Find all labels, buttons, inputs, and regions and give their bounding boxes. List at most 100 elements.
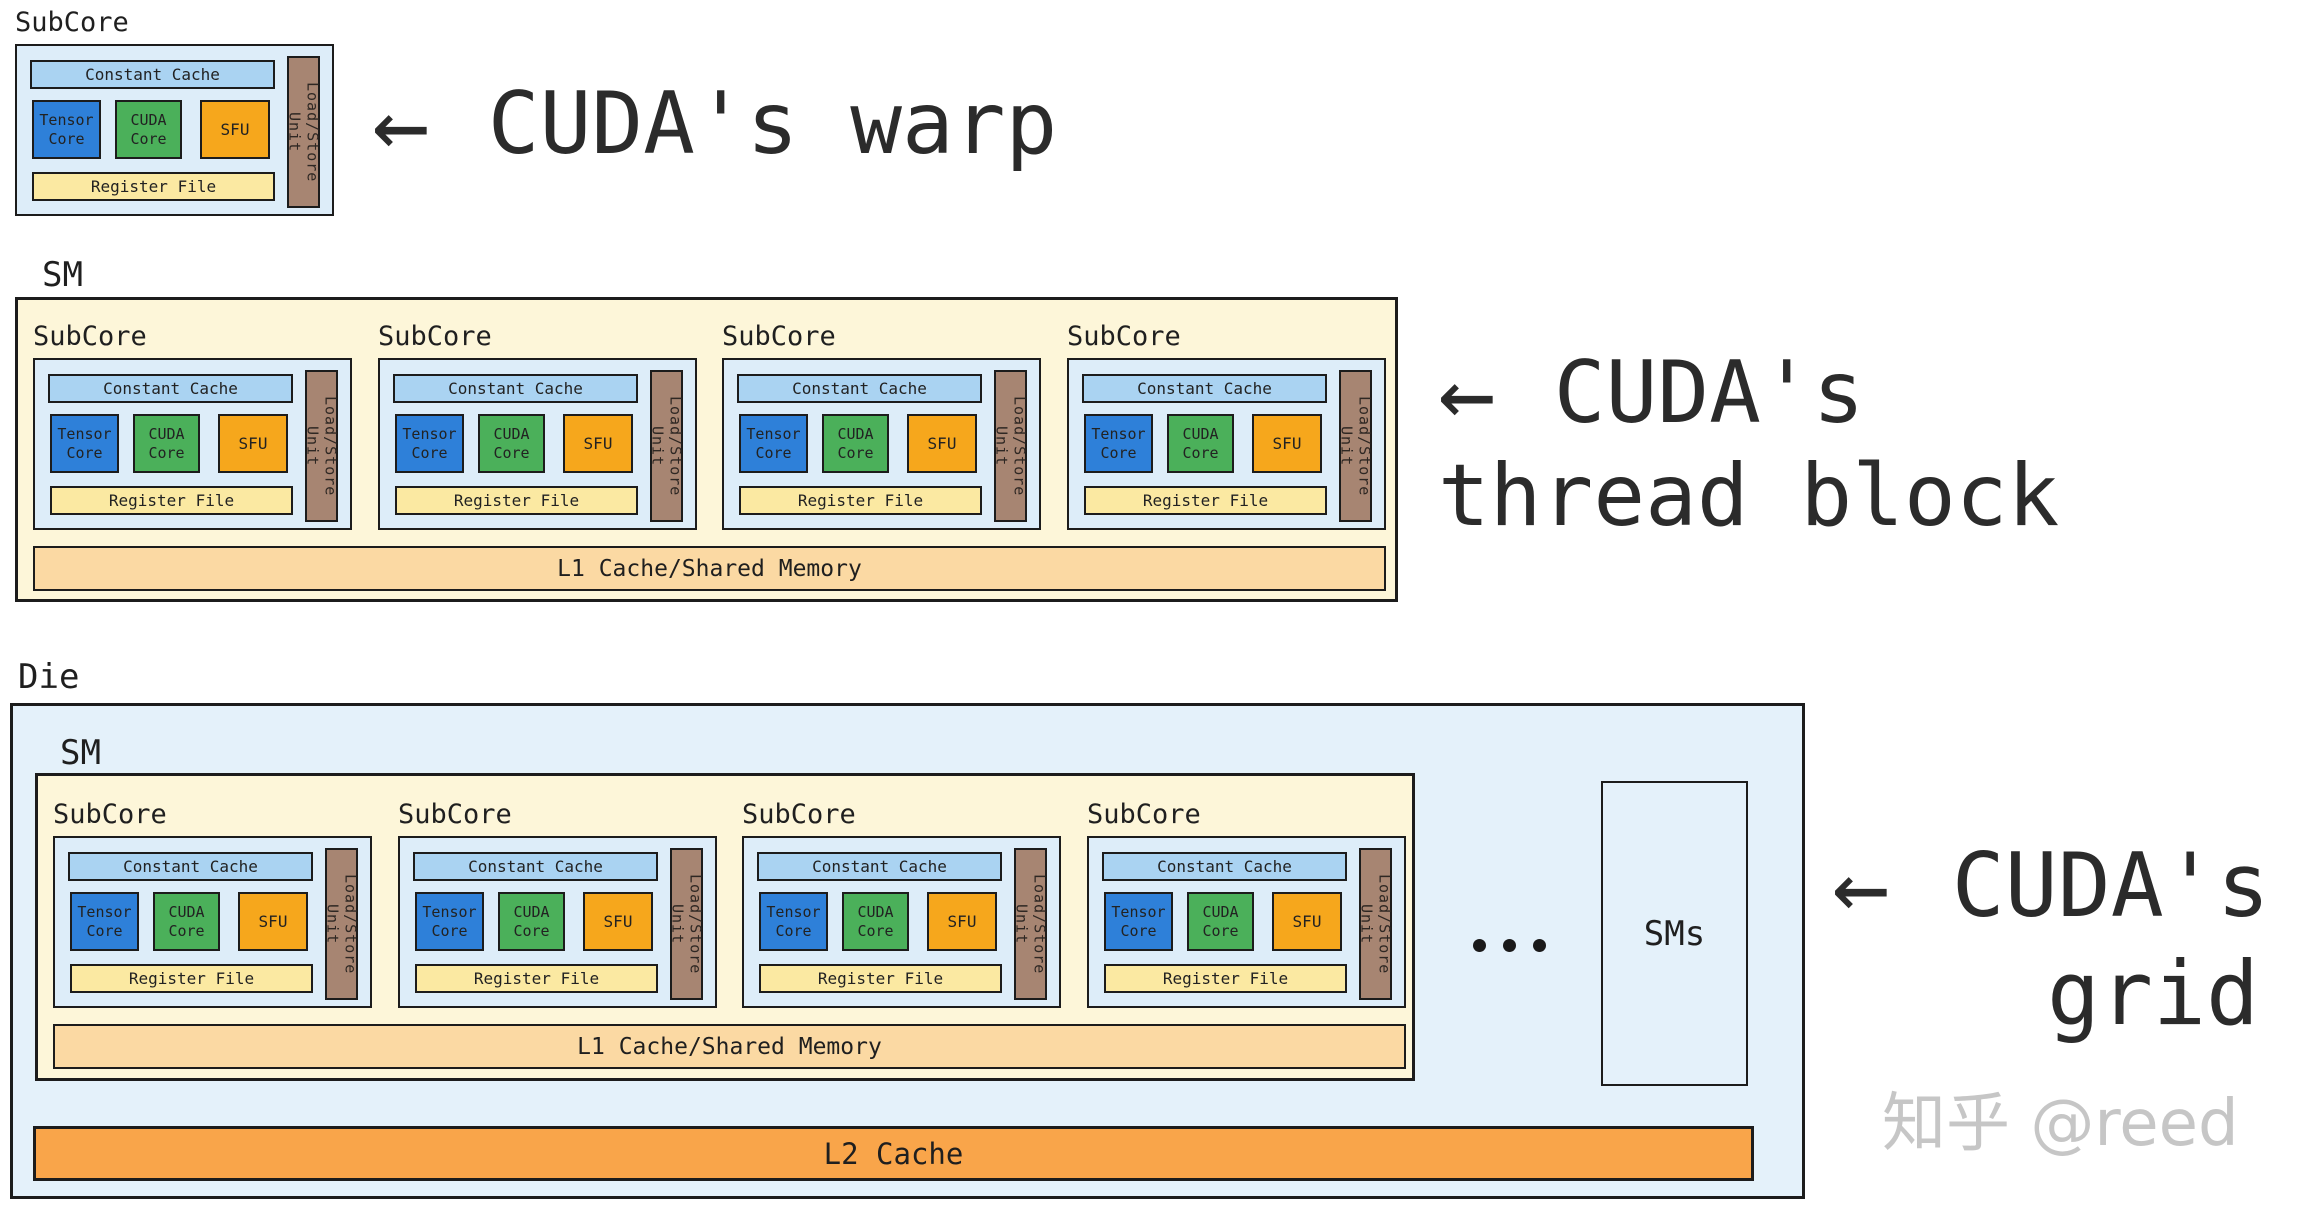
load-store-unit-block: Load/Store Unit — [669, 848, 705, 1000]
annotation-thread-block-line1: CUDA's — [1553, 343, 1865, 443]
subcore-label: SubCore — [15, 7, 129, 38]
annotation-grid: ← CUDA's grid — [1832, 838, 2270, 1038]
constant-cache-block: Constant Cache — [68, 852, 313, 881]
tensor-core-block: Tensor Core — [32, 100, 101, 159]
cuda-core-block: CUDA Core — [478, 414, 545, 473]
subcore-label: SubCore — [722, 321, 836, 352]
load-store-unit-block: Load/Store Unit — [993, 370, 1029, 522]
die-box: SM SubCore Constant Cache Tensor Core CU… — [10, 703, 1805, 1199]
tensor-core-block: Tensor Core — [759, 892, 828, 951]
register-file-block: Register File — [759, 964, 1002, 993]
constant-cache-block: Constant Cache — [757, 852, 1002, 881]
register-file-block: Register File — [395, 486, 638, 515]
subcore-label: SubCore — [378, 321, 492, 352]
sfu-block: SFU — [563, 414, 633, 473]
annotation-grid-line1: CUDA's — [1951, 834, 2270, 937]
register-file-block: Register File — [32, 172, 275, 201]
cuda-core-block: CUDA Core — [498, 892, 565, 951]
annotation-warp-text: CUDA's warp — [487, 74, 1058, 174]
left-arrow-icon: ← — [372, 68, 430, 180]
sfu-block: SFU — [218, 414, 288, 473]
subcore-box: Constant Cache Tensor Core CUDA Core SFU… — [1067, 358, 1386, 530]
register-file-block: Register File — [70, 964, 313, 993]
sm-subcore-3: SubCore Constant Cache Tensor Core CUDA … — [722, 322, 1041, 530]
tensor-core-block: Tensor Core — [415, 892, 484, 951]
subcore-label: SubCore — [1067, 321, 1181, 352]
load-store-unit-block: Load/Store Unit — [649, 370, 685, 522]
constant-cache-block: Constant Cache — [413, 852, 658, 881]
sm-subcore-2: SubCore Constant Cache Tensor Core CUDA … — [378, 322, 697, 530]
subcore-label: SubCore — [398, 799, 512, 830]
l2-cache-bar: L2 Cache — [33, 1126, 1754, 1181]
subcore-label: SubCore — [53, 799, 167, 830]
load-store-unit-block: Load/Store Unit — [324, 848, 360, 1000]
constant-cache-block: Constant Cache — [30, 60, 275, 89]
die-label: Die — [18, 657, 80, 697]
l1-cache-shared-memory-bar: L1 Cache/Shared Memory — [53, 1024, 1406, 1069]
cuda-core-block: CUDA Core — [1167, 414, 1234, 473]
constant-cache-block: Constant Cache — [737, 374, 982, 403]
register-file-block: Register File — [1084, 486, 1327, 515]
tensor-core-block: Tensor Core — [739, 414, 808, 473]
ellipsis-dot — [1533, 939, 1546, 952]
tensor-core-block: Tensor Core — [50, 414, 119, 473]
sfu-block: SFU — [238, 892, 308, 951]
load-store-unit-block: Load/Store Unit — [1338, 370, 1374, 522]
subcore-box: Constant Cache Tensor Core CUDA Core SFU… — [15, 44, 334, 216]
sfu-block: SFU — [907, 414, 977, 473]
sm-subcore-1: SubCore Constant Cache Tensor Core CUDA … — [33, 322, 352, 530]
subcore-box: Constant Cache Tensor Core CUDA Core SFU… — [33, 358, 352, 530]
register-file-block: Register File — [1104, 964, 1347, 993]
die-subcore-2: SubCore Constant Cache Tensor Core CUDA … — [398, 800, 717, 1008]
sfu-block: SFU — [1252, 414, 1322, 473]
cuda-core-block: CUDA Core — [842, 892, 909, 951]
annotation-grid-line2: grid — [2047, 942, 2259, 1045]
subcore-label: SubCore — [1087, 799, 1201, 830]
die-sm-label: SM — [60, 733, 101, 773]
subcore-box: Constant Cache Tensor Core CUDA Core SFU… — [398, 836, 717, 1008]
die-subcore-1: SubCore Constant Cache Tensor Core CUDA … — [53, 800, 372, 1008]
constant-cache-block: Constant Cache — [1102, 852, 1347, 881]
load-store-unit-block: Load/Store Unit — [1013, 848, 1049, 1000]
sfu-block: SFU — [927, 892, 997, 951]
tensor-core-block: Tensor Core — [1084, 414, 1153, 473]
subcore-box: Constant Cache Tensor Core CUDA Core SFU… — [742, 836, 1061, 1008]
standalone-subcore: SubCore Constant Cache Tensor Core CUDA … — [15, 8, 334, 216]
ellipsis-dots — [1473, 939, 1546, 952]
subcore-box: Constant Cache Tensor Core CUDA Core SFU… — [1087, 836, 1406, 1008]
annotation-warp: ← CUDA's warp — [372, 76, 1057, 172]
ellipsis-dot — [1473, 939, 1486, 952]
zhihu-watermark: 知乎 @reed — [1882, 1087, 2239, 1161]
tensor-core-block: Tensor Core — [395, 414, 464, 473]
constant-cache-block: Constant Cache — [393, 374, 638, 403]
sfu-block: SFU — [1272, 892, 1342, 951]
l1-cache-shared-memory-bar: L1 Cache/Shared Memory — [33, 546, 1386, 591]
cuda-core-block: CUDA Core — [115, 100, 182, 159]
subcore-box: Constant Cache Tensor Core CUDA Core SFU… — [378, 358, 697, 530]
subcore-label: SubCore — [742, 799, 856, 830]
load-store-unit-block: Load/Store Unit — [304, 370, 340, 522]
cuda-core-block: CUDA Core — [1187, 892, 1254, 951]
tensor-core-block: Tensor Core — [1104, 892, 1173, 951]
annotation-thread-block: ← CUDA's thread block — [1438, 345, 2059, 539]
tensor-core-block: Tensor Core — [70, 892, 139, 951]
left-arrow-icon: ← — [1832, 830, 1890, 942]
subcore-box: Constant Cache Tensor Core CUDA Core SFU… — [722, 358, 1041, 530]
ellipsis-dot — [1503, 939, 1516, 952]
subcore-label: SubCore — [33, 321, 147, 352]
subcore-box: Constant Cache Tensor Core CUDA Core SFU… — [53, 836, 372, 1008]
die-subcore-3: SubCore Constant Cache Tensor Core CUDA … — [742, 800, 1061, 1008]
cuda-core-block: CUDA Core — [822, 414, 889, 473]
register-file-block: Register File — [50, 486, 293, 515]
sm-box: SubCore Constant Cache Tensor Core CUDA … — [15, 297, 1398, 602]
die-sm-box: SubCore Constant Cache Tensor Core CUDA … — [35, 773, 1415, 1081]
register-file-block: Register File — [415, 964, 658, 993]
sm-subcore-4: SubCore Constant Cache Tensor Core CUDA … — [1067, 322, 1386, 530]
annotation-thread-block-line2: thread block — [1438, 446, 2060, 546]
load-store-unit-block: Load/Store Unit — [286, 56, 322, 208]
cuda-core-block: CUDA Core — [133, 414, 200, 473]
sms-box: SMs — [1601, 781, 1748, 1086]
left-arrow-icon: ← — [1438, 337, 1496, 449]
cuda-core-block: CUDA Core — [153, 892, 220, 951]
